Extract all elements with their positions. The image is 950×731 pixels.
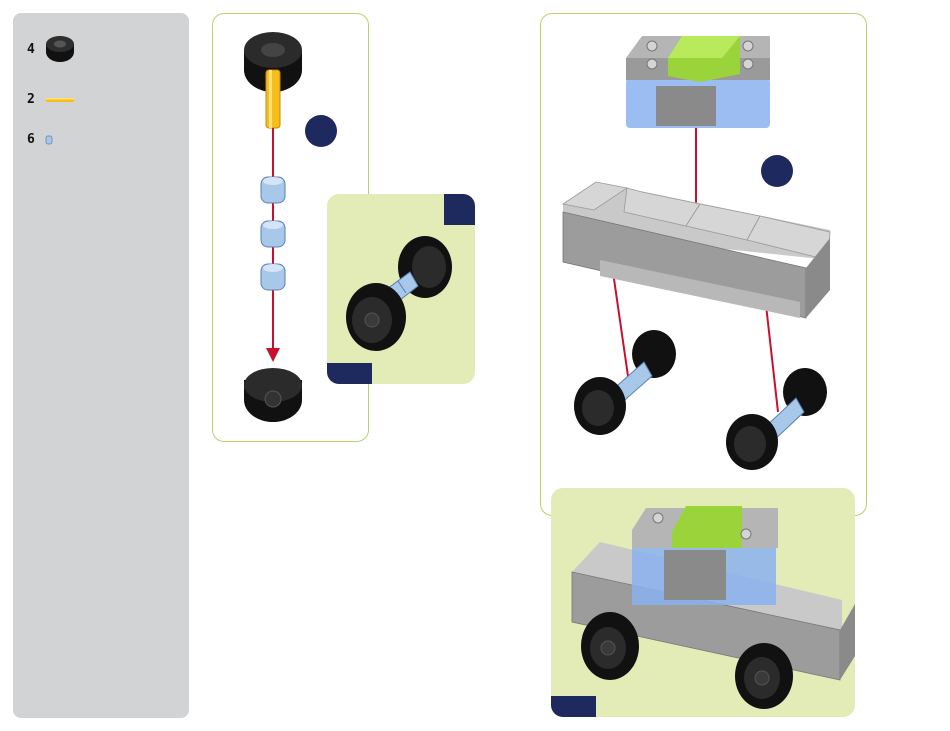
wheel-icon (735, 643, 793, 709)
wheel-icon (581, 612, 639, 680)
